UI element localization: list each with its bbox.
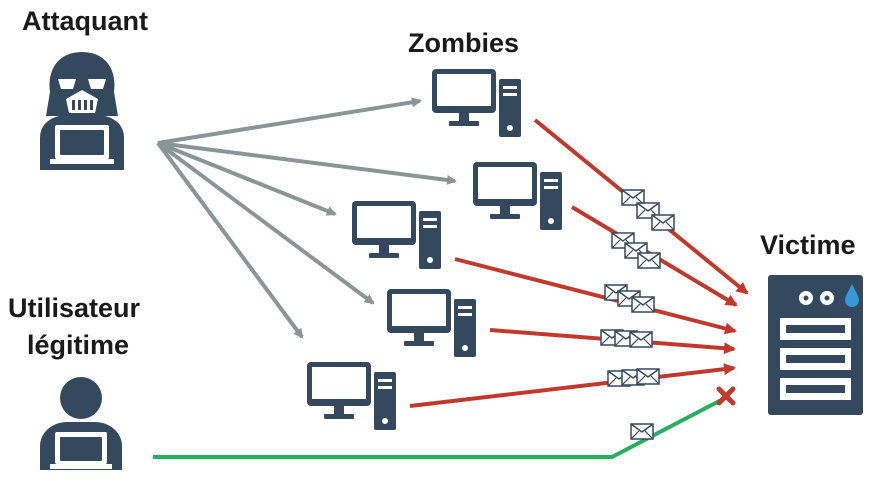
command-arrow-5 xyxy=(156,141,304,339)
command-arrows xyxy=(156,97,457,339)
envelope-group-5 xyxy=(607,368,660,387)
envelope-icon xyxy=(651,214,675,231)
zombies-label: Zombies xyxy=(408,28,520,58)
zombie-computer-5 xyxy=(307,362,396,430)
envelope-icon xyxy=(631,296,655,313)
zombie-computer-3 xyxy=(352,201,441,269)
envelope-icon xyxy=(629,331,653,348)
attack-arrow-5 xyxy=(409,363,736,408)
envelope-group-3 xyxy=(604,284,655,313)
legit-envelope-icon xyxy=(630,423,654,440)
zombie-computer-4 xyxy=(387,289,476,357)
envelope-group-2 xyxy=(611,232,661,269)
attack-arrow-3 xyxy=(454,257,737,335)
legit-user-path xyxy=(153,395,728,459)
legit-user-icon xyxy=(40,377,122,470)
victim-server-icon xyxy=(768,275,863,415)
zombie-computer-2 xyxy=(473,162,562,230)
attacker-label: Attaquant xyxy=(22,6,148,36)
legit-user-label-line1: Utilisateur xyxy=(8,293,141,323)
command-arrow-3 xyxy=(157,141,337,216)
blocked-x-icon xyxy=(716,386,736,406)
attack-arrows xyxy=(409,118,749,408)
command-arrow-1 xyxy=(157,97,422,145)
envelope-icon xyxy=(637,252,661,269)
victim-label: Victime xyxy=(760,230,856,260)
envelope-group-1 xyxy=(621,189,675,231)
envelope-group-4 xyxy=(600,329,653,348)
command-arrow-4 xyxy=(156,141,375,305)
command-arrow-2 xyxy=(157,141,457,185)
attacker-icon xyxy=(40,52,124,170)
legit-user-label-line2: légitime xyxy=(27,330,130,360)
envelope-icon xyxy=(636,368,660,385)
zombie-computer-1 xyxy=(432,69,521,137)
